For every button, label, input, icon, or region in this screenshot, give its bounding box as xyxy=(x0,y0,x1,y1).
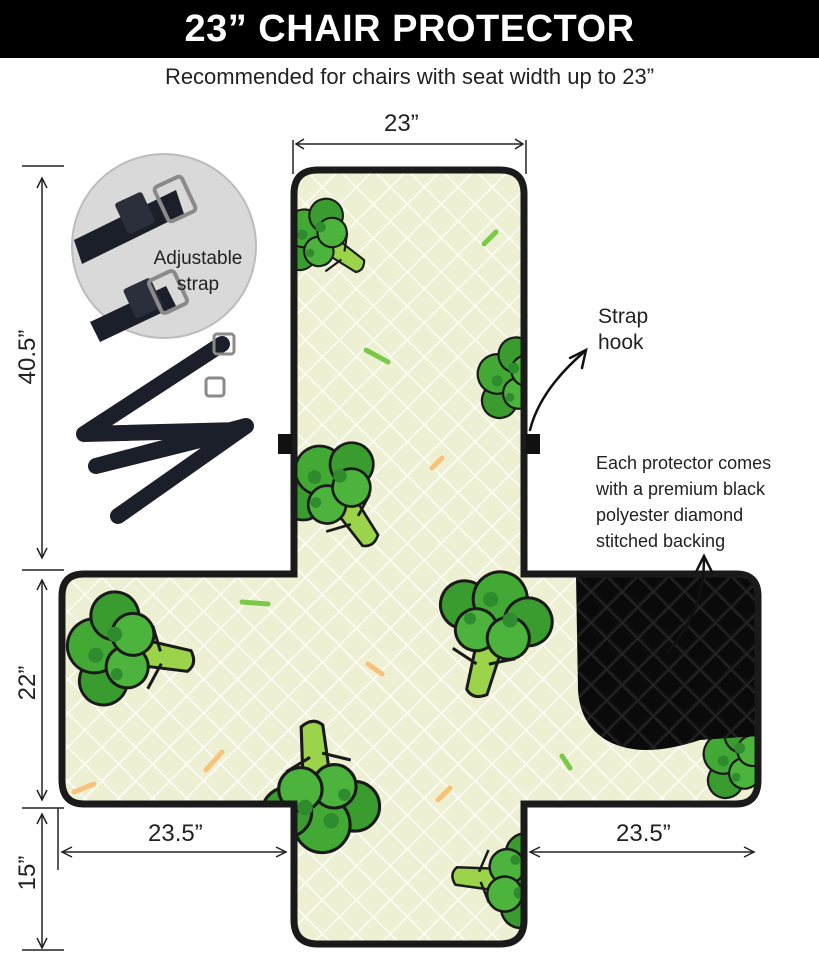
chair-cover xyxy=(58,166,762,948)
backing-note-line-3: polyester diamond xyxy=(596,505,744,525)
adjustable-strap-line-1: Adjustable xyxy=(153,248,243,269)
strap-hook-left xyxy=(278,434,292,454)
backing-corner xyxy=(576,576,758,750)
dimension-right-arm: 23.5” xyxy=(616,820,671,847)
strap-icon xyxy=(74,174,198,342)
subtitle: Recommended for chairs with seat width u… xyxy=(164,64,655,89)
backing-note: Each protector comes with a premium blac… xyxy=(596,450,771,554)
dimension-lines xyxy=(22,138,756,951)
strap-hook-label: Strap hook xyxy=(598,304,648,356)
arrow-icon xyxy=(528,350,586,432)
dimension-flap-depth: 15” xyxy=(14,855,41,891)
adjustable-strap-label: Adjustable strap xyxy=(148,246,248,298)
arrow-icon xyxy=(694,553,714,574)
dimension-left-arm: 23.5” xyxy=(148,820,203,847)
strap-hook-line-2: hook xyxy=(598,331,644,354)
arrow-icon xyxy=(568,347,588,370)
dimension-seat-depth: 22” xyxy=(14,665,41,701)
strap-icon xyxy=(76,332,254,524)
adjustable-strap-line-2: strap xyxy=(176,274,220,295)
buckle-icon xyxy=(152,174,198,224)
dimension-back-height: 40.5” xyxy=(14,329,41,385)
strap-photo xyxy=(71,153,257,342)
dimension-top-width: 23” xyxy=(384,110,419,137)
arrow-icon xyxy=(666,558,706,654)
strap-hook-right xyxy=(526,434,540,454)
backing-note-line-2: with a premium black xyxy=(596,479,766,499)
page-title: 23” CHAIR PROTECTOR xyxy=(0,0,819,58)
backing-note-line-1: Each protector comes xyxy=(596,453,772,473)
strap-hook-line-1: Strap xyxy=(598,305,649,328)
backing-note-line-4: stitched backing xyxy=(596,531,726,551)
